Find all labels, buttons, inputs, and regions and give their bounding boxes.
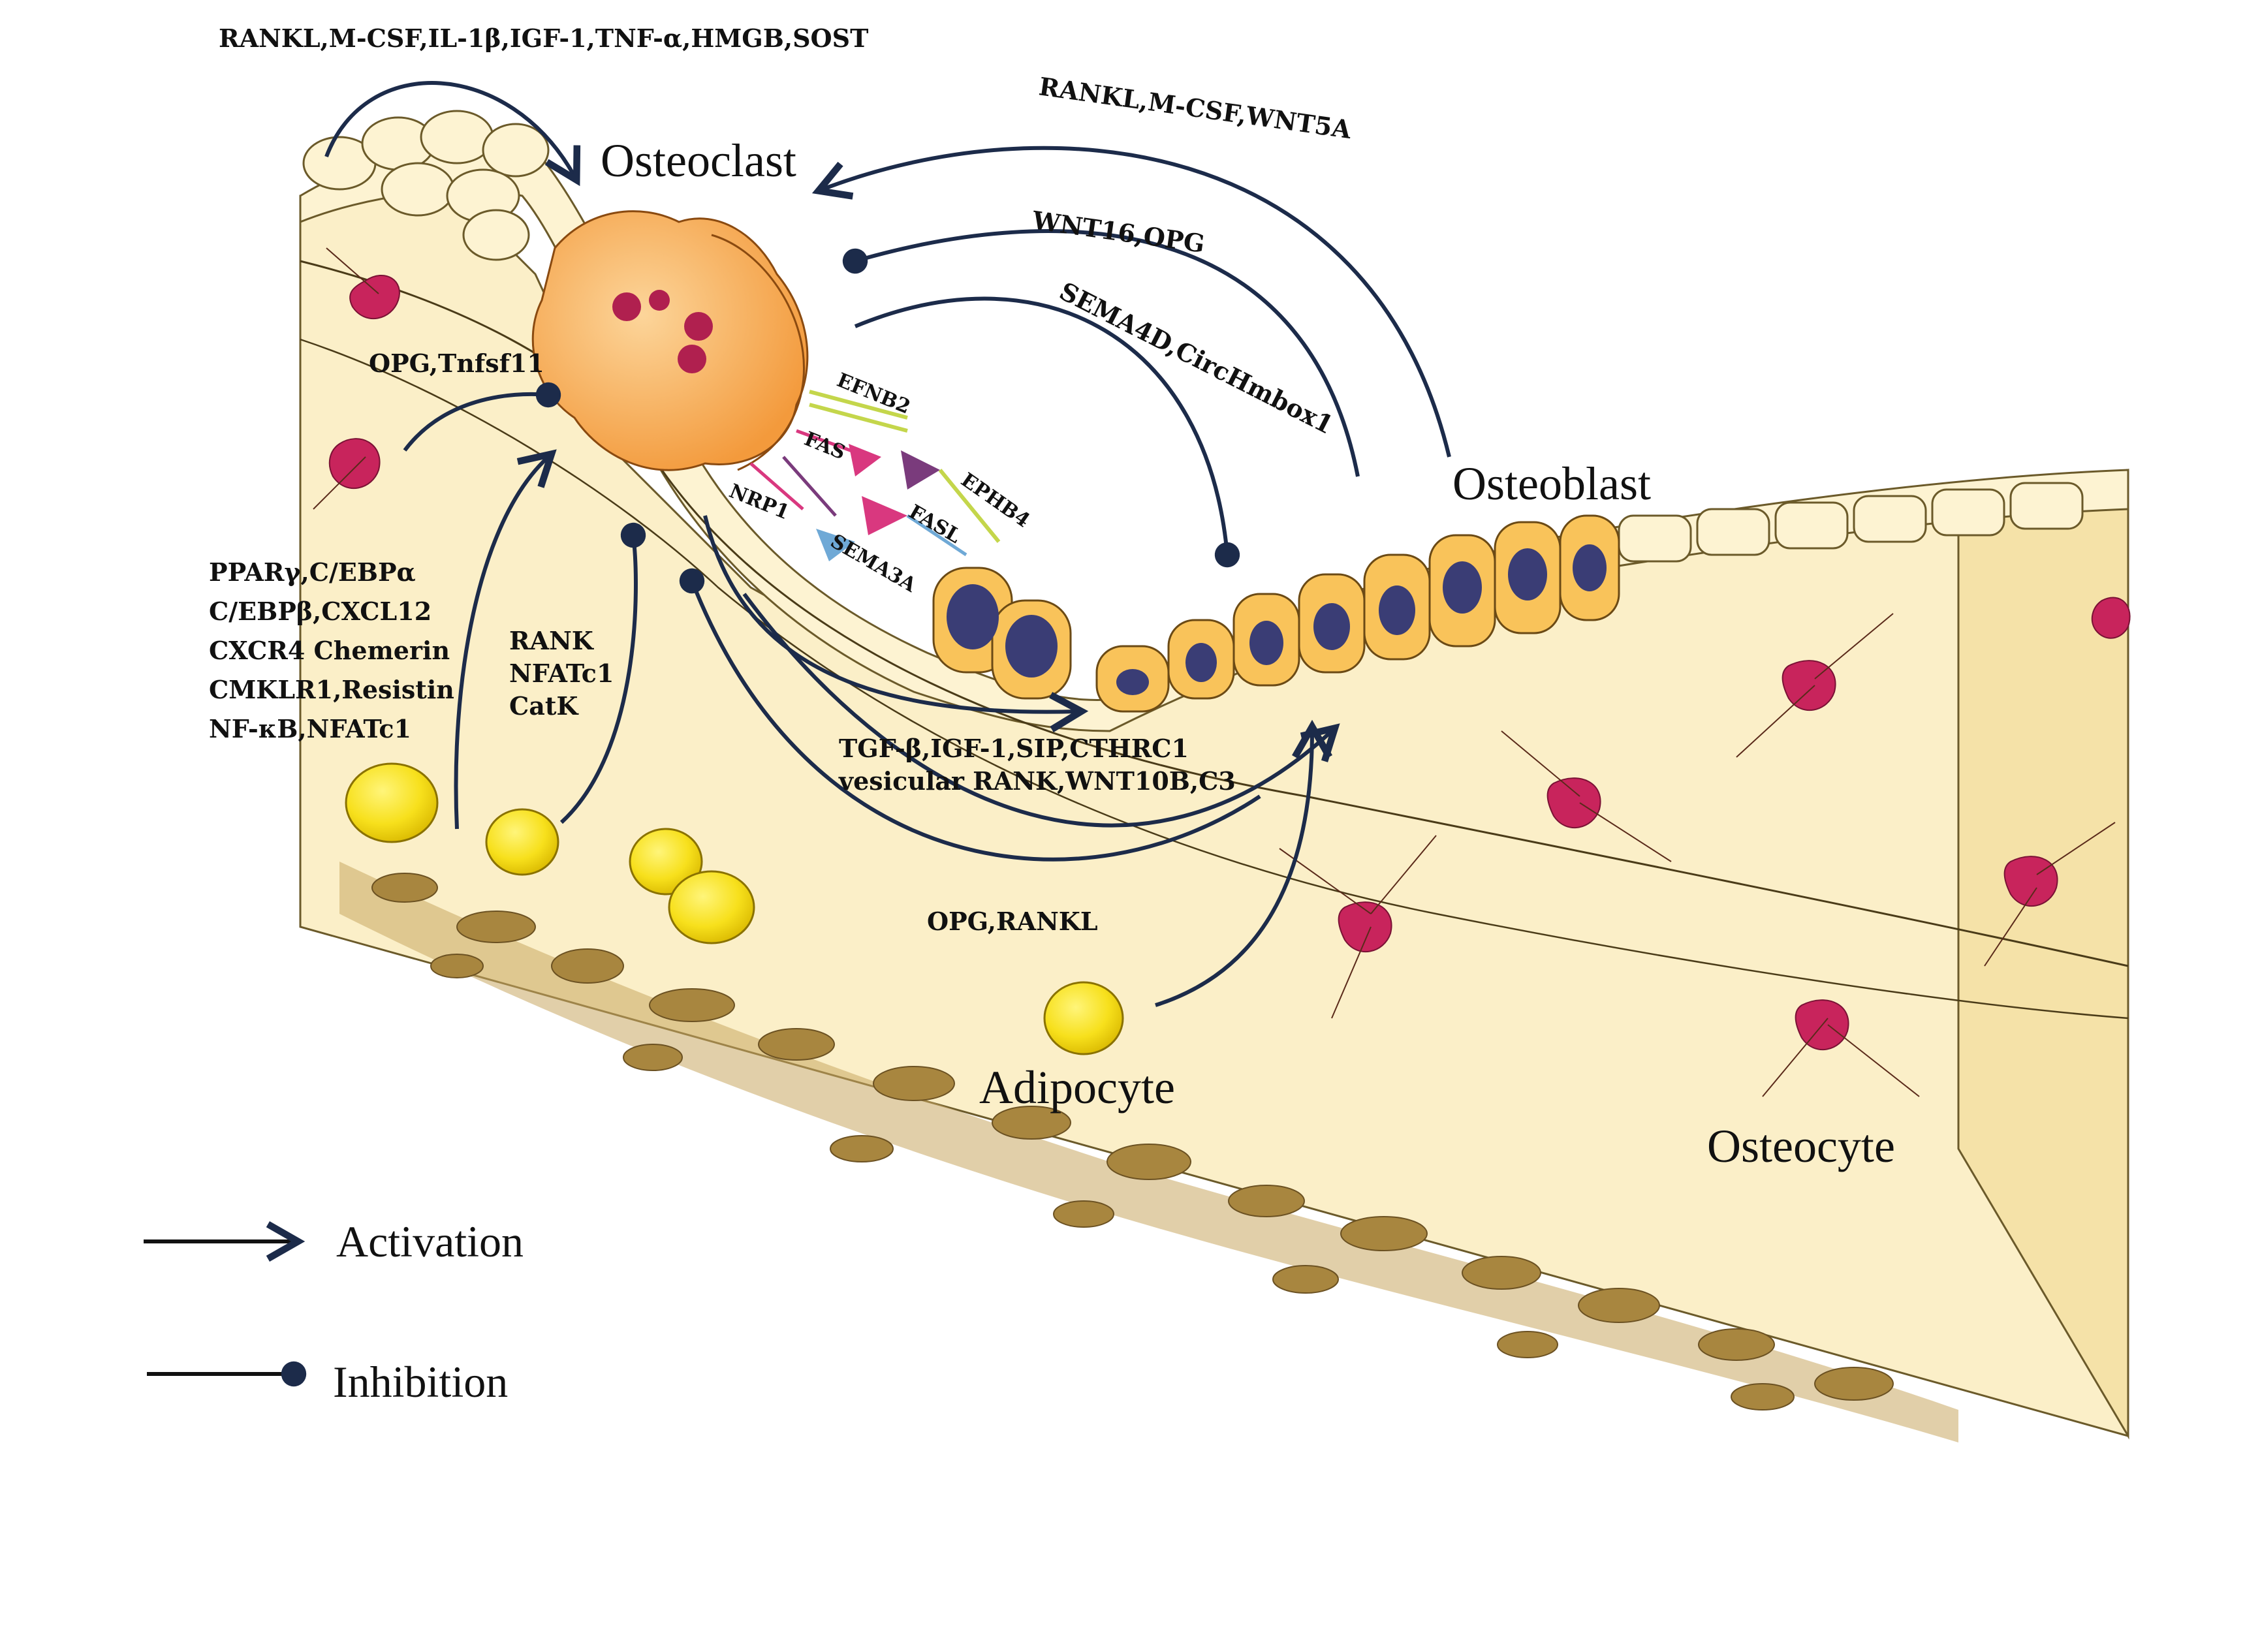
cell-name-osteocyte: Osteocyte xyxy=(1707,1120,1895,1172)
ligand-efnb2: EFNB2 xyxy=(834,369,913,419)
lining-cells-right xyxy=(1618,482,2084,563)
oc-to-ob-line-2: vesicular RANK,WNT10B,C3 xyxy=(838,766,1236,796)
marrow-band xyxy=(339,862,1958,1442)
adipocytes xyxy=(345,762,1124,1055)
ligand-ephb4: EPHB4 xyxy=(956,469,1033,532)
arrow-opg-tnfsf11 xyxy=(403,382,561,452)
osteocyte-cells xyxy=(328,274,2131,1050)
ligand-fasl: FASL xyxy=(905,501,965,548)
cell-name-osteoblast: Osteoblast xyxy=(1452,458,1651,510)
label-rank-list: RANK NFATc1 CatK xyxy=(509,626,614,721)
osteocyte-processes xyxy=(313,247,2116,1097)
legend: Activation Inhibition xyxy=(144,1217,524,1407)
label-ob-to-oc-activate: RANKL,M-CSF,WNT5A xyxy=(1037,71,1353,144)
rank-line-3: CatK xyxy=(509,691,579,721)
arrow-opg-rankl xyxy=(679,568,1261,862)
arrow-ob-to-oc-inhibit xyxy=(842,229,1360,477)
cell-name-osteoclast: Osteoclast xyxy=(601,134,796,187)
arrow-adipo-to-ob xyxy=(1155,719,1332,1007)
label-adipo-list: PPARγ,C/EBPα C/EBPβ,CXCL12 CXCR4 Chemeri… xyxy=(209,557,454,743)
tissue-block xyxy=(299,142,2129,1442)
label-opg-rankl: OPG,RANKL xyxy=(927,907,1098,936)
arrow-ob-to-oc-activate xyxy=(811,146,1451,458)
arrow-oc-to-ob-activate xyxy=(703,515,1089,733)
adipo-line-1: PPARγ,C/EBPα xyxy=(209,557,416,587)
adipo-line-3: CXCR4 Chemerin xyxy=(209,636,450,665)
legend-activation-label: Activation xyxy=(336,1217,524,1266)
rank-line-1: RANK xyxy=(509,626,595,655)
arrow-adipo-to-oc xyxy=(454,449,557,830)
ligand-receptor-symbols xyxy=(749,390,1001,561)
text-labels: RANKL,M-CSF,IL-1β,IGF-1,TNF-α,HMGB,SOST … xyxy=(209,23,1895,1172)
legend-activation: Activation xyxy=(144,1217,524,1266)
adipo-line-2: C/EBPβ,CXCL12 xyxy=(209,597,432,626)
osteoblast-row xyxy=(932,514,1620,713)
legend-inhibition-label: Inhibition xyxy=(333,1357,508,1407)
arrow-rank xyxy=(559,522,646,824)
adipo-line-4: CMKLR1,Resistin xyxy=(209,675,454,704)
ligand-fas: FAS xyxy=(801,428,849,465)
label-ob-to-oc-inhibit: WNT16,OPG xyxy=(1030,205,1207,258)
label-oc-to-ob-list: TGF-β,IGF-1,SIP,CTHRC1 vesicular RANK,WN… xyxy=(838,734,1236,796)
osteoclast-cell xyxy=(531,210,809,471)
lining-cells-left xyxy=(302,110,550,261)
arrow-oc-to-ob-lower xyxy=(742,593,1340,828)
label-top-factors: RANKL,M-CSF,IL-1β,IGF-1,TNF-α,HMGB,SOST xyxy=(219,23,868,53)
cell-name-adipocyte: Adipocyte xyxy=(979,1061,1175,1114)
label-sema: SEMA4D,CircHmbox1 xyxy=(1055,276,1338,440)
arrow-top-factors xyxy=(324,81,581,187)
ligand-sema3a: SEMA3A xyxy=(826,530,920,597)
label-opg-tnfsf11: OPG,Tnfsf11 xyxy=(369,349,544,378)
legend-inhibition: Inhibition xyxy=(147,1357,508,1407)
oc-to-ob-line-1: TGF-β,IGF-1,SIP,CTHRC1 xyxy=(839,734,1189,763)
arrow-sema xyxy=(854,296,1240,568)
adipo-line-5: NF-κB,NFATc1 xyxy=(209,714,411,743)
marrow-texture xyxy=(371,873,1894,1410)
pathway-arrows xyxy=(324,81,1451,1007)
rank-line-2: NFATc1 xyxy=(509,659,614,688)
